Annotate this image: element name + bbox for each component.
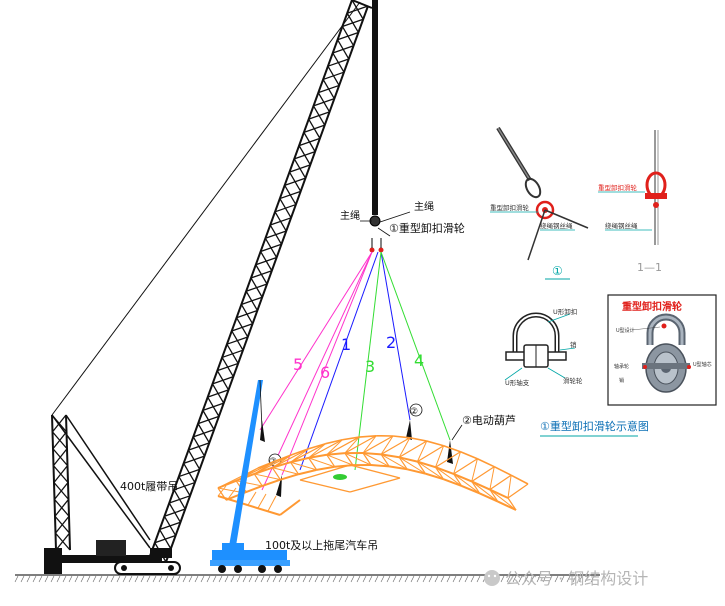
photo-u-axle: U型轴芯 [693, 361, 712, 368]
detail-1: 重型卸扣滑轮 绕绳钢丝绳 ① [490, 126, 589, 280]
ground [14, 574, 600, 583]
truck-crane-100t [210, 379, 290, 573]
rigging-ropes [259, 251, 451, 491]
detail-pulley-label: 重型卸扣滑轮 [490, 203, 530, 212]
detail-1-1: 重型卸扣滑轮 绕绳钢丝绳 1—1 [598, 130, 667, 274]
wheel-label: 滑轮轮 [563, 376, 583, 385]
watermark-text: 公众号 · 钢结构设计 [505, 569, 648, 588]
hoist-rope [372, 0, 378, 215]
shackle-pulleys [369, 238, 384, 253]
schematic-title: ①重型卸扣滑轮示意图 [540, 419, 649, 433]
main-rope-label-left: 主绳 [340, 209, 360, 222]
bolt-label: 销 [570, 340, 577, 349]
rope-number-2: 2 [386, 333, 396, 352]
photo-pin: 销 [619, 377, 624, 384]
rope-number-1: 1 [341, 335, 351, 354]
marker-2b: ② [410, 407, 418, 417]
u-shackle-label: U形卸扣 [553, 307, 577, 316]
rope-number-5: 5 [293, 355, 303, 374]
crawler-crane-label: 400t履带吊 [120, 480, 178, 493]
pulley-photo-panel: 重型卸扣滑轮 U型设计 轴承轮 销 U型轴芯 [607, 294, 717, 406]
u-ring-label: U形轴支 [505, 378, 530, 387]
photo-u-design: U型设计 [616, 327, 635, 334]
detail-1-caption: ① [552, 264, 563, 278]
crawler-crane-400t [44, 0, 381, 575]
detail-rope-label-b: 绕绳钢丝绳 [605, 221, 638, 230]
main-boom [149, 0, 373, 563]
watermark: 公众号 · 钢结构设计 [484, 569, 648, 588]
electric-hoist-label: ②电动葫芦 [462, 414, 516, 427]
detail-pulley-label-b: 重型卸扣滑轮 [598, 183, 638, 192]
main-rope-label-right: 主绳 [414, 200, 434, 213]
detail-11-caption: 1—1 [637, 261, 662, 274]
photo-bearing: 轴承轮 [614, 363, 629, 370]
photo-title: 重型卸扣滑轮 [622, 300, 682, 313]
rope-number-3: 3 [365, 357, 375, 376]
detail-rope-label: 绕绳钢丝绳 [540, 221, 573, 230]
truss-center-marker [333, 474, 347, 480]
u-shackle-schematic: U形卸扣 销 U形轴支 滑轮轮 [504, 307, 583, 387]
pulley-callout: ①重型卸扣滑轮 [389, 221, 465, 235]
rope-number-4: 4 [414, 351, 424, 370]
truck-crane-label: 100t及以上拖尾汽车吊 [265, 538, 378, 552]
crane-mast [51, 414, 151, 551]
spatial-truss [217, 434, 529, 516]
rope-number-6: 6 [320, 363, 330, 382]
